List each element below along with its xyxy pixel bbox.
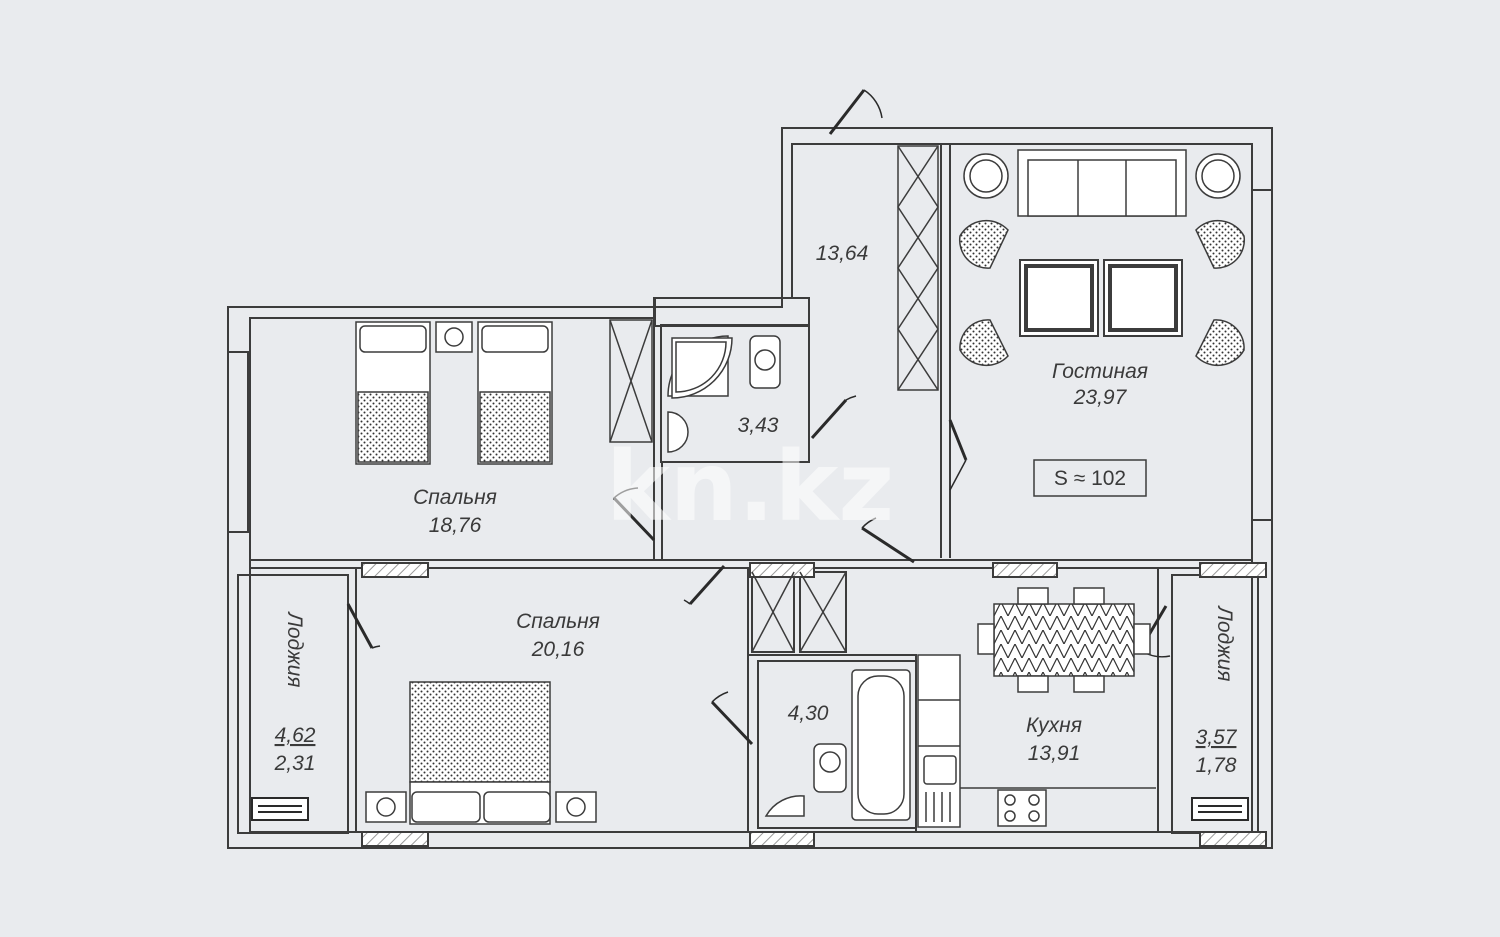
loggia-right-total: 3,57 — [1196, 726, 1238, 749]
bedroom1-furniture — [355, 321, 553, 465]
living-area: 23,97 — [1073, 386, 1128, 409]
total-area: S ≈ 102 — [1054, 467, 1126, 490]
large-bath-fixtures — [764, 669, 911, 821]
bedroom2-name: Спальня — [516, 610, 600, 633]
loggia-radiators — [251, 797, 1249, 821]
living-furniture — [958, 149, 1246, 367]
bedroom1-area: 18,76 — [429, 514, 482, 537]
windows — [361, 562, 1267, 847]
kitchen-name: Кухня — [1026, 714, 1082, 737]
kitchen-area: 13,91 — [1028, 742, 1081, 765]
hall-area: 13,64 — [816, 242, 869, 265]
loggia-left-reduced: 2,31 — [274, 752, 316, 775]
large-bath-area: 4,30 — [788, 702, 829, 725]
loggia-right-name: Лоджия — [1213, 604, 1236, 681]
small-bath-fixtures — [667, 335, 781, 453]
living-name: Гостиная — [1052, 360, 1148, 383]
kitchen-furniture — [917, 587, 1156, 828]
bedroom2-area: 20,16 — [531, 638, 585, 661]
watermark: kn.kz — [606, 431, 894, 543]
wardrobes — [609, 145, 939, 653]
doors — [346, 89, 1171, 746]
bedroom2-furniture — [365, 681, 597, 825]
bedroom1-name: Спальня — [413, 486, 497, 509]
loggia-left-name: Лоджия — [283, 610, 306, 687]
small-bath-area: 3,43 — [738, 414, 779, 437]
total-area-box — [1033, 459, 1147, 497]
loggia-left-total: 4,62 — [275, 724, 316, 747]
loggia-right-reduced: 1,78 — [1196, 754, 1237, 777]
